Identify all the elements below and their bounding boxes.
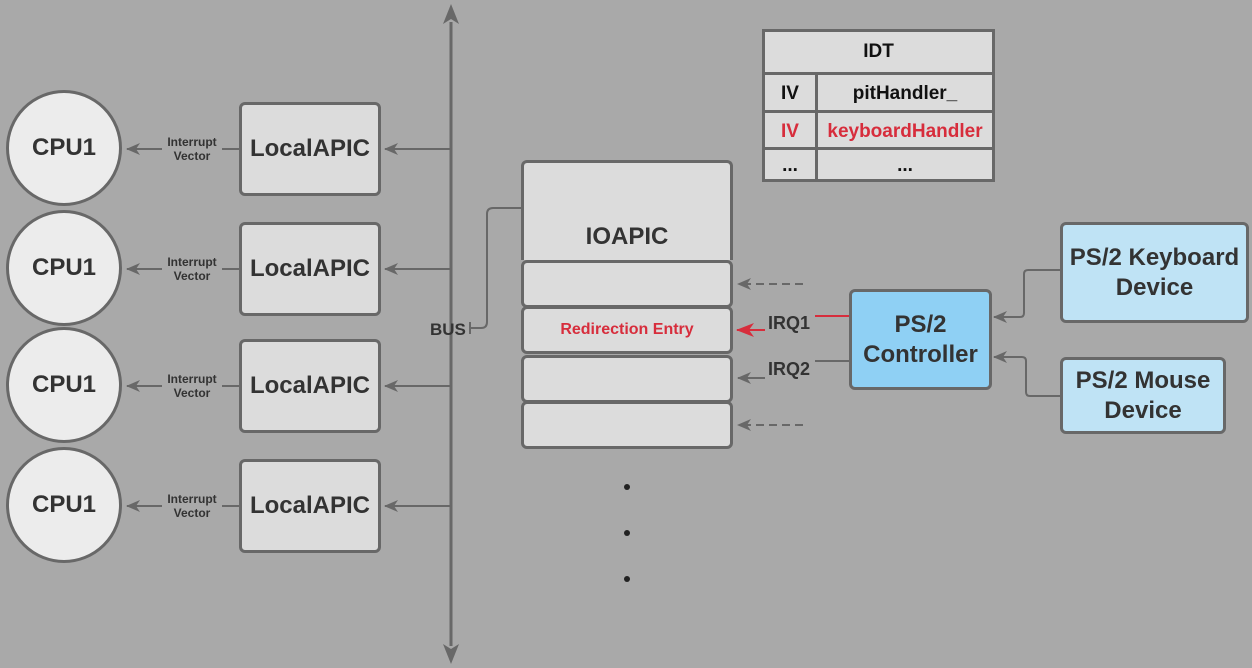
idt-vector-cell: IV	[765, 113, 818, 150]
idt-row: IV pitHandler_	[765, 72, 992, 113]
ps2-controller-line2: Controller	[863, 340, 978, 368]
interrupt-vector-line2: Vector	[173, 149, 211, 163]
idt-vector-cell: ...	[765, 150, 818, 182]
ps2-mouse-node: PS/2 Mouse Device	[1060, 357, 1226, 434]
interrupt-vector-label: Interrupt Vector	[162, 135, 222, 163]
ps2-mouse-line1: PS/2 Mouse	[1075, 366, 1211, 394]
ellipsis-dot	[624, 530, 630, 536]
ps2-keyboard-line1: PS/2 Keyboard	[1069, 243, 1240, 271]
interrupt-vector-line1: Interrupt	[167, 255, 217, 269]
keyboard-to-controller	[993, 269, 1061, 323]
idt-handler-cell: ...	[897, 155, 913, 176]
ps2-keyboard-node: PS/2 Keyboard Device	[1060, 222, 1249, 323]
redirection-entry-slot	[521, 260, 733, 308]
irq2-label: IRQ2	[768, 359, 811, 379]
mouse-to-controller	[993, 351, 1061, 397]
bus-label: BUS	[430, 320, 466, 339]
interrupt-vector-label: Interrupt Vector	[162, 255, 222, 283]
ellipsis-dot	[624, 576, 630, 582]
interrupt-vector-line2: Vector	[173, 269, 211, 283]
ioapic-title: IOAPIC	[521, 160, 733, 260]
cpu-node: CPU1	[6, 447, 122, 563]
idt-row: ... ...	[765, 147, 992, 182]
interrupt-vector-line2: Vector	[173, 386, 211, 400]
bus-arrow-top	[443, 4, 459, 24]
idt-header: IDT	[765, 32, 992, 72]
cpu-node: CPU1	[6, 327, 122, 443]
interrupt-vector-line2: Vector	[173, 506, 211, 520]
idt-handler-cell: keyboardHandler	[827, 120, 983, 142]
cpu-node: CPU1	[6, 90, 122, 206]
irq1-label: IRQ1	[768, 313, 811, 333]
bus-arrow-bottom	[443, 644, 459, 664]
idt-title: IDT	[863, 41, 894, 62]
idt-handler-cell: pitHandler_	[852, 83, 958, 104]
interrupt-vector-line1: Interrupt	[167, 492, 217, 506]
idt-vector-cell: IV	[765, 75, 818, 113]
interrupt-vector-line1: Interrupt	[167, 135, 217, 149]
ps2-controller-line1: PS/2	[894, 310, 947, 338]
interrupt-vector-label: Interrupt Vector	[162, 372, 222, 400]
ps2-keyboard-line2: Device	[1115, 273, 1194, 301]
ellipsis-dot	[624, 484, 630, 490]
redirection-entry-slot	[521, 401, 733, 449]
ps2-mouse-line2: Device	[1104, 396, 1182, 424]
interrupt-vector-label: Interrupt Vector	[162, 492, 222, 520]
ioapic-to-bus	[470, 207, 521, 329]
ps2-controller-node: PS/2 Controller	[849, 289, 992, 390]
redirection-entry: Redirection Entry	[521, 306, 733, 354]
local-apic-node: LocalAPIC	[239, 222, 381, 316]
idt-row-highlighted: IV keyboardHandler	[765, 110, 992, 150]
redirection-entry-slot	[521, 355, 733, 403]
local-apic-node: LocalAPIC	[239, 102, 381, 196]
local-apic-node: LocalAPIC	[239, 459, 381, 553]
cpu-node: CPU1	[6, 210, 122, 326]
local-apic-node: LocalAPIC	[239, 339, 381, 433]
interrupt-vector-line1: Interrupt	[167, 372, 217, 386]
idt-table: IDT IV pitHandler_ IV keyboardHandler ..…	[762, 29, 995, 182]
